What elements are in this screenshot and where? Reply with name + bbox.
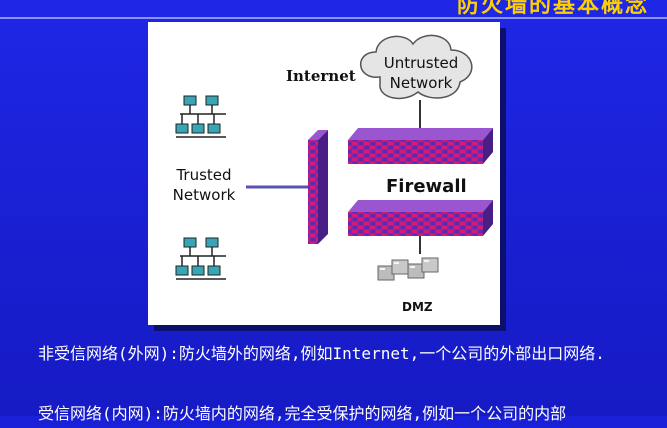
firewall-vertical-wall xyxy=(308,130,328,244)
untrusted-network-line1: Untrusted xyxy=(383,54,459,72)
network-topology-icon xyxy=(175,95,226,138)
firewall-label: Firewall xyxy=(386,176,467,197)
firewall-diagram xyxy=(175,34,493,281)
slide-title: 防火墙的基本概念 xyxy=(456,0,649,18)
firewall-bottom-wall xyxy=(348,200,493,236)
trusted-network-description: 受信网络(内网):防火墙内的网络,完全受保护的网络,例如一个公司的内部 xyxy=(38,404,567,423)
diagram-panel: Internet Untrusted Network Trusted Netwo… xyxy=(148,22,500,325)
untrusted-network-line2: Network xyxy=(389,74,453,92)
trusted-network-line1: Trusted xyxy=(176,166,232,184)
title-divider xyxy=(0,17,667,19)
network-topology-icon xyxy=(175,237,226,280)
server-group-icon xyxy=(377,257,439,281)
cloud-icon xyxy=(359,34,473,100)
untrusted-network-label: Untrusted Network xyxy=(366,53,476,93)
firewall-top-wall xyxy=(348,128,493,164)
trusted-network-label: Trusted Network xyxy=(162,165,246,205)
internet-label: Internet xyxy=(286,67,356,85)
untrusted-network-description: 非受信网络(外网):防火墙外的网络,例如Internet,一个公司的外部出口网络… xyxy=(38,344,605,363)
trusted-network-line2: Network xyxy=(172,186,236,204)
dmz-label: DMZ xyxy=(402,300,433,314)
